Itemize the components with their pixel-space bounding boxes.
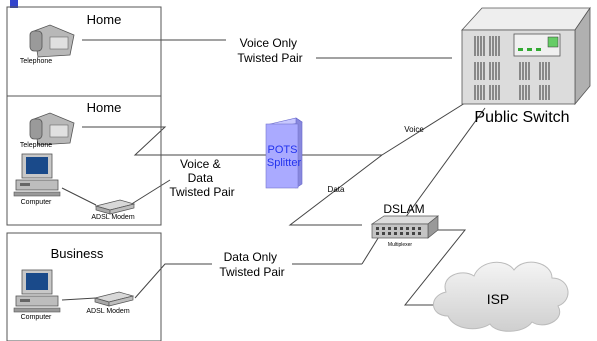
data-link-line	[288, 154, 383, 226]
computer-icon	[13, 269, 61, 313]
home1-title: Home	[87, 12, 122, 27]
business-box	[6, 232, 162, 341]
pots-line2: Splitter	[267, 157, 302, 169]
adsl-modem-icon	[93, 291, 135, 307]
data-only-label-bg	[212, 250, 292, 280]
public-switch-label: Public Switch	[474, 109, 569, 126]
data-only-line1: Data Only	[224, 250, 277, 264]
multiplexer-icon	[370, 215, 439, 239]
connection-lines	[61, 39, 486, 306]
voice-only-label: Voice Only Twisted Pair	[237, 36, 302, 65]
home2-computer-line	[61, 187, 97, 206]
voice-data-line1: Voice &	[180, 157, 221, 171]
home2-phone-line	[82, 126, 270, 156]
voice-data-line2: Data	[188, 171, 214, 185]
telephone-label-2: Telephone	[20, 142, 52, 149]
business-data-line-2	[361, 234, 381, 265]
adsl-modem-label-1: ADSL Modem	[91, 214, 134, 221]
voice-only-line2: Twisted Pair	[237, 51, 302, 65]
adsl-modem-label-2: ADSL Modem	[86, 308, 129, 315]
pots-line1: POTS	[267, 144, 297, 156]
dslam-label: DSLAM	[383, 202, 424, 216]
voice-link-line	[381, 102, 466, 156]
computer-label-2: Computer	[21, 314, 52, 321]
dslam-isp-line	[403, 229, 467, 306]
data-link-label: Data	[328, 185, 345, 194]
home2-modem-line	[129, 179, 171, 206]
public-switch-icon	[461, 6, 591, 106]
home2-title: Home	[87, 100, 122, 115]
multiplexer-label: Multiplexer	[388, 242, 413, 248]
pots-splitter	[265, 117, 303, 189]
home2-box	[6, 95, 162, 226]
telephone-icon	[29, 112, 75, 146]
dslam-switch-line	[404, 107, 486, 219]
computer-icon	[13, 153, 61, 197]
data-only-line	[134, 263, 362, 299]
business-computer-line	[61, 297, 97, 301]
computer-label-1: Computer	[21, 199, 52, 206]
voice-only-line1: Voice Only	[240, 36, 297, 50]
business-title: Business	[51, 246, 104, 261]
pots-splitter-label: POTS Splitter	[267, 144, 302, 169]
accent-corner	[10, 0, 18, 8]
voice-link-label: Voice	[404, 125, 424, 134]
home1-box	[6, 6, 162, 97]
isp-label: ISP	[487, 291, 510, 307]
telephone-icon	[29, 24, 75, 58]
data-only-label: Data Only Twisted Pair	[219, 250, 284, 279]
voice-data-label: Voice & Data Twisted Pair	[169, 157, 234, 199]
voice-only-label-bg	[226, 34, 316, 66]
adsl-modem-icon	[94, 199, 136, 215]
data-only-line2: Twisted Pair	[219, 265, 284, 279]
telephone-label-1: Telephone	[20, 58, 52, 65]
voice-data-line3: Twisted Pair	[169, 185, 234, 199]
isp-cloud-icon	[433, 261, 569, 332]
